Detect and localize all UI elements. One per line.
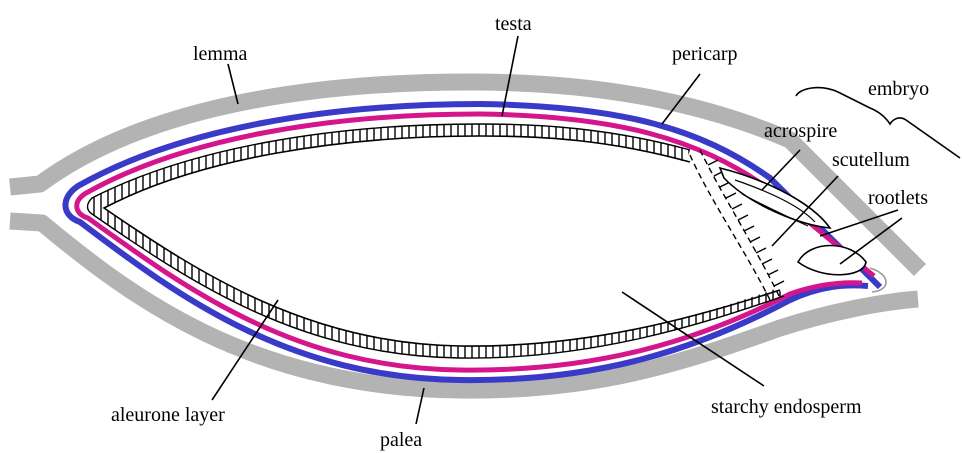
label-starchy-endosperm: starchy endosperm — [711, 396, 862, 418]
label-acrospire: acrospire — [764, 120, 837, 142]
label-rootlets: rootlets — [868, 187, 928, 209]
rootlets-shape — [798, 246, 866, 275]
label-testa: testa — [495, 13, 532, 35]
label-aleurone-layer: aleurone layer — [111, 404, 225, 426]
label-embryo: embryo — [868, 78, 929, 100]
label-pericarp: pericarp — [672, 43, 738, 65]
acrospire-leader — [762, 150, 800, 190]
label-palea: palea — [380, 429, 422, 451]
label-scutellum: scutellum — [832, 149, 910, 171]
label-lemma: lemma — [193, 43, 248, 65]
